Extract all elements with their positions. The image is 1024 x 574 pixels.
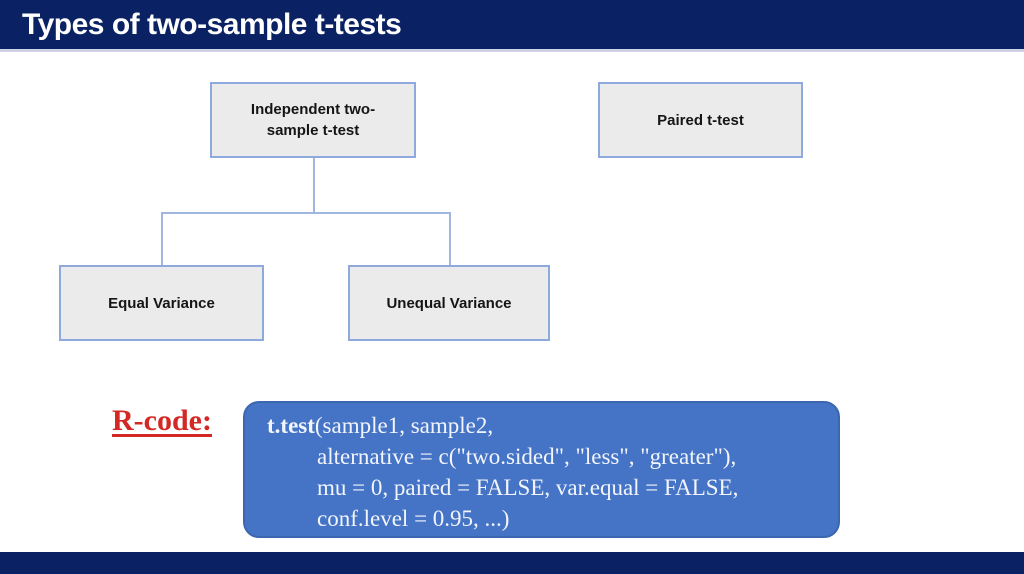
connector-to-unequal-variance: [449, 212, 451, 265]
code-line-3: mu = 0, paired = FALSE, var.equal = FALS…: [317, 475, 739, 500]
code-line-2: alternative = c("two.sided", "less", "gr…: [317, 444, 737, 469]
node-independent-two-sample-t-test: Independent two- sample t-test: [210, 82, 416, 158]
node-paired-label: Paired t-test: [657, 111, 744, 129]
node-unequal-label: Unequal Variance: [386, 294, 512, 312]
slide-title: Types of two-sample t-tests: [22, 8, 402, 41]
header-bar: Types of two-sample t-tests: [0, 0, 1024, 52]
node-paired-t-test: Paired t-test: [598, 82, 803, 158]
connector-to-equal-variance: [161, 212, 163, 265]
footer-bar: [0, 552, 1024, 574]
code-line-1-rest: (sample1, sample2,: [314, 413, 494, 438]
r-code-label: R-code:: [112, 404, 212, 437]
r-code-box: t.test(sample1, sample2, alternative = c…: [243, 401, 840, 538]
node-independent-label: Independent two- sample t-test: [250, 101, 376, 139]
connector-independent-down: [313, 158, 315, 213]
node-unequal-variance: Unequal Variance: [348, 265, 550, 341]
connector-horizontal: [161, 212, 450, 214]
code-function-name: t.test: [267, 413, 315, 438]
code-line-4: conf.level = 0.95, ...): [317, 506, 510, 531]
node-equal-label: Equal Variance: [108, 294, 215, 312]
node-equal-variance: Equal Variance: [59, 265, 264, 341]
code-line-1: t.test(sample1, sample2,: [267, 410, 838, 441]
